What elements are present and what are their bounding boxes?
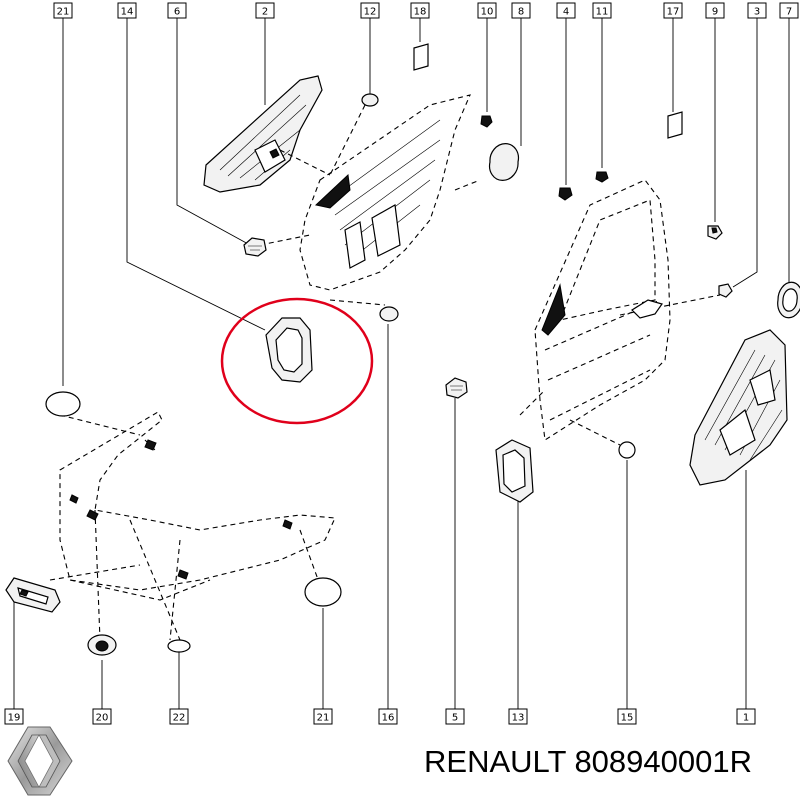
callout-16: 16 bbox=[378, 324, 398, 725]
part-number-caption: RENAULT 808940001R bbox=[424, 744, 752, 779]
bottom-callouts: 19 20 22 21 16 5 13 bbox=[4, 324, 756, 725]
part-19-handle bbox=[5, 577, 61, 613]
part-9-clip bbox=[707, 225, 723, 240]
svg-text:14: 14 bbox=[121, 7, 134, 18]
part-13-cover bbox=[495, 439, 534, 503]
svg-text:7: 7 bbox=[786, 7, 792, 18]
callout-6: 6 bbox=[167, 2, 251, 246]
svg-text:3: 3 bbox=[754, 7, 760, 18]
svg-text:15: 15 bbox=[621, 713, 634, 724]
callout-15: 15 bbox=[617, 460, 637, 725]
part-7-grommet bbox=[777, 281, 800, 319]
callout-10: 10 bbox=[477, 2, 497, 112]
part-20-grommet bbox=[87, 634, 117, 656]
callout-1: 1 bbox=[736, 470, 756, 725]
part-18-pad bbox=[413, 43, 429, 71]
svg-text:22: 22 bbox=[173, 713, 186, 724]
callout-12: 12 bbox=[360, 2, 380, 95]
callout-8: 8 bbox=[511, 2, 531, 146]
part-12-plug bbox=[361, 93, 379, 107]
callout-7: 7 bbox=[779, 2, 799, 284]
callout-21-top: 21 bbox=[53, 2, 73, 386]
part-22-plug bbox=[167, 639, 191, 653]
callout-19: 19 bbox=[4, 600, 24, 725]
top-callouts: 21 14 6 2 12 18 10 bbox=[53, 2, 799, 386]
svg-text:6: 6 bbox=[174, 7, 180, 18]
callout-20: 20 bbox=[92, 660, 112, 725]
small-parts bbox=[45, 43, 800, 656]
callout-11: 11 bbox=[592, 2, 612, 168]
callout-4: 4 bbox=[556, 2, 576, 185]
part-10-clip bbox=[480, 115, 493, 128]
part-1-front-door-inner bbox=[259, 94, 481, 306]
part-21-pad-bottom bbox=[304, 577, 342, 607]
part-1-door-trim bbox=[689, 329, 788, 486]
svg-text:1: 1 bbox=[743, 713, 749, 724]
callout-2: 2 bbox=[255, 2, 275, 105]
part-15-plug bbox=[618, 441, 636, 459]
part-5-clip bbox=[445, 377, 468, 399]
svg-text:10: 10 bbox=[481, 7, 494, 18]
svg-text:17: 17 bbox=[667, 7, 680, 18]
svg-text:21: 21 bbox=[57, 7, 70, 18]
svg-text:21: 21 bbox=[317, 713, 330, 724]
part-2-window-regulator bbox=[203, 75, 323, 193]
part-17-pad bbox=[667, 111, 683, 139]
callout-22: 22 bbox=[169, 652, 189, 725]
callout-13: 13 bbox=[508, 500, 528, 725]
part-11-clip bbox=[595, 171, 609, 183]
callout-5: 5 bbox=[445, 398, 465, 725]
callout-17: 17 bbox=[663, 2, 683, 112]
svg-text:4: 4 bbox=[563, 7, 569, 18]
svg-text:12: 12 bbox=[364, 7, 377, 18]
callout-21-bottom: 21 bbox=[313, 608, 333, 725]
part-16-plug bbox=[379, 306, 399, 322]
svg-text:2: 2 bbox=[262, 7, 268, 18]
highlight-circle bbox=[220, 297, 374, 425]
svg-text:19: 19 bbox=[8, 713, 21, 724]
part-3-clip bbox=[718, 283, 733, 298]
callout-18: 18 bbox=[410, 2, 430, 42]
part-14-grommet bbox=[265, 317, 313, 383]
callout-3: 3 bbox=[732, 2, 767, 288]
part-4-clip bbox=[558, 187, 573, 201]
svg-text:18: 18 bbox=[414, 7, 427, 18]
part-21-pad-top bbox=[45, 391, 81, 417]
part-6-clip bbox=[243, 237, 267, 257]
renault-logo-icon bbox=[7, 726, 73, 796]
svg-text:8: 8 bbox=[518, 7, 524, 18]
svg-text:16: 16 bbox=[382, 713, 395, 724]
part-1-rear-door bbox=[519, 179, 721, 446]
wiring-loom bbox=[49, 411, 336, 641]
svg-text:13: 13 bbox=[512, 713, 525, 724]
svg-text:11: 11 bbox=[596, 7, 609, 18]
svg-text:5: 5 bbox=[452, 713, 458, 724]
svg-text:20: 20 bbox=[96, 713, 109, 724]
svg-text:9: 9 bbox=[712, 7, 718, 18]
callout-14: 14 bbox=[117, 2, 266, 331]
part-8-plug bbox=[488, 143, 520, 181]
callout-9: 9 bbox=[705, 2, 725, 222]
